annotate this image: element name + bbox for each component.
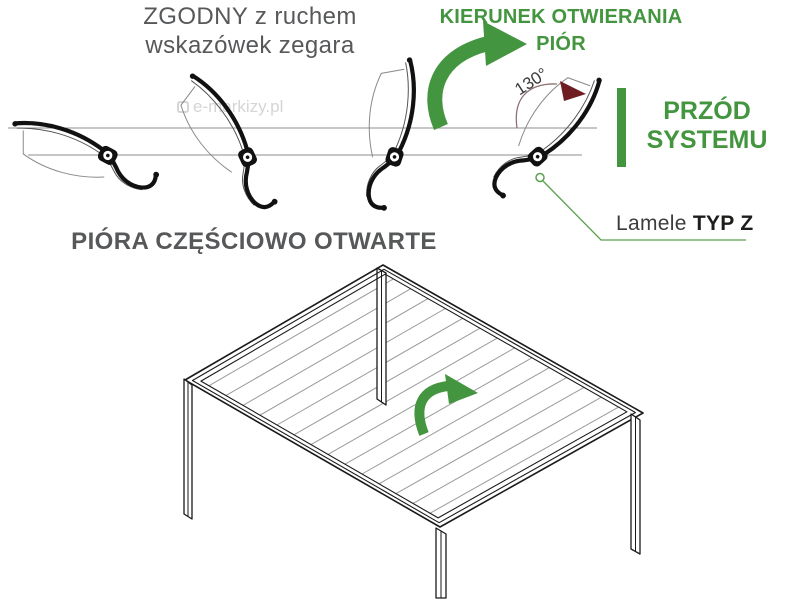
- lamella-3: [353, 52, 421, 212]
- watermark-logo-icon: [177, 101, 189, 113]
- bottom-caption: PIÓRA CZĘŚCIOWO OTWARTE: [71, 228, 437, 255]
- pergola-isometric: [183, 264, 644, 599]
- front-label-line-1: PRZÓD: [663, 97, 751, 125]
- watermark: e-markizy.pl: [177, 97, 283, 117]
- pergola-legs: [183, 378, 641, 599]
- front-label-line-2: SYSTEMU: [646, 126, 768, 154]
- front-of-system-label: PRZÓD SYSTEMU: [633, 97, 781, 155]
- lamella-callout-prefix: Lamele: [616, 212, 687, 235]
- title-block: ZGODNY z ruchem wskazówek zegara: [100, 2, 400, 60]
- lamella-callout-type: TYP Z: [692, 212, 754, 235]
- opening-direction-line-2: PIÓR: [536, 33, 586, 55]
- roof-frame: [184, 264, 644, 528]
- roof-slats: [201, 274, 626, 518]
- lamella-2: [166, 68, 286, 221]
- title-line-1: ZGODNY z ruchem: [143, 3, 357, 30]
- roof-rotation-arrow-icon: [414, 374, 478, 436]
- angle-label: 130°: [511, 64, 552, 100]
- back-post: [376, 267, 387, 406]
- opening-direction-heading: KIERUNEK OTWIERANIA PIÓR: [418, 4, 704, 58]
- guide-lines: [8, 127, 597, 156]
- front-system-bar: [617, 88, 626, 167]
- leader-dot-icon: [535, 172, 545, 183]
- lamella-callout: Lamele TYP Z: [616, 212, 753, 236]
- lamella-1: [2, 112, 162, 204]
- opening-direction-line-1: KIERUNEK OTWIERANIA: [439, 6, 683, 28]
- watermark-text: e-markizy.pl: [193, 97, 284, 116]
- angle-arrowhead-icon: [560, 81, 586, 101]
- title-line-2: wskazówek zegara: [145, 32, 355, 59]
